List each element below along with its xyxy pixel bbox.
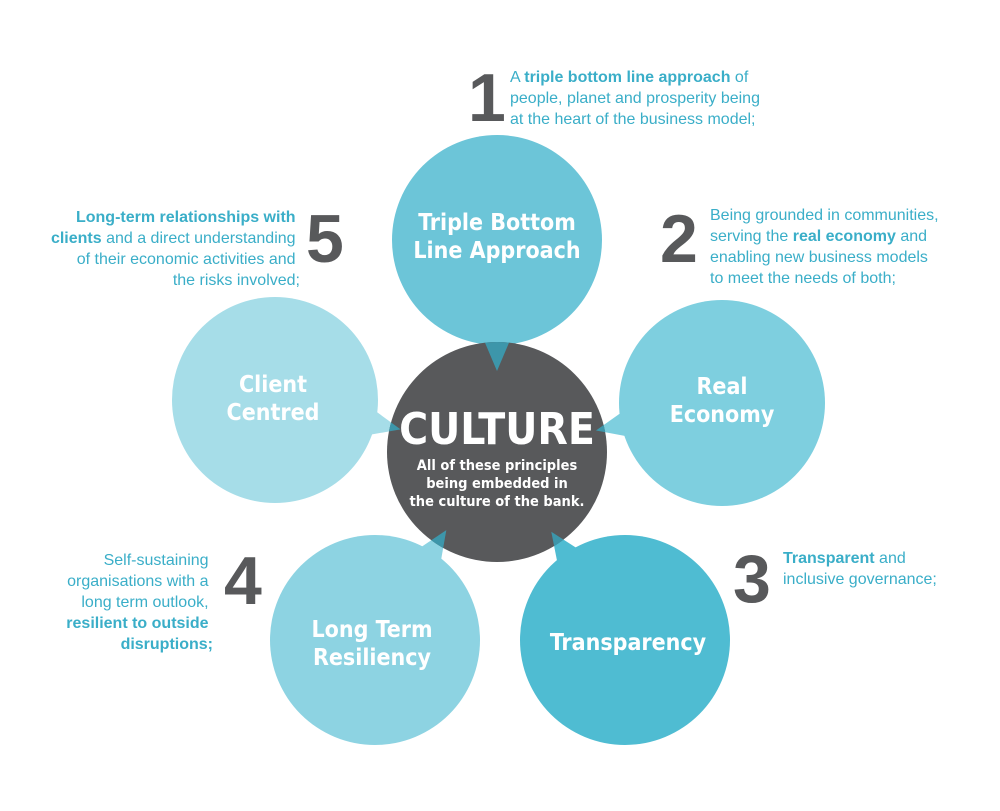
pointer-trans (551, 531, 588, 575)
circle-real-economy (619, 300, 825, 506)
circle-culture (387, 342, 607, 562)
culture-desc-3: the culture of the bank. (410, 494, 585, 510)
label-transparency: Transparency (550, 630, 707, 656)
circle-triple-bottom-line (392, 135, 602, 345)
number-4: 4 (224, 543, 262, 619)
principle-1-text: A triple bottom line approach of people,… (510, 69, 764, 128)
principle-5-text: Long-term relationships with clients and… (51, 209, 300, 289)
pointer-overlap-client (387, 403, 401, 437)
circle-transparency (520, 535, 730, 745)
number-5: 5 (306, 201, 344, 277)
pointer-real (595, 405, 639, 439)
culture-desc-2: being embedded in (426, 476, 568, 492)
principle-4-text: Self-sustaining organisations with a lon… (66, 552, 213, 653)
culture-title: CULTURE (399, 404, 595, 455)
number-2: 2 (660, 201, 698, 277)
number-1: 1 (468, 60, 506, 136)
culture-desc-1: All of these principles (417, 458, 578, 474)
principle-3-text: Transparent and inclusive governance; (783, 550, 937, 588)
number-3: 3 (733, 541, 771, 617)
circle-client-centred (172, 297, 378, 503)
pointer-overlap-tbl (480, 342, 514, 371)
circle-long-term-resiliency (270, 535, 480, 745)
principle-2-text: Being grounded in communities, serving t… (710, 207, 943, 287)
